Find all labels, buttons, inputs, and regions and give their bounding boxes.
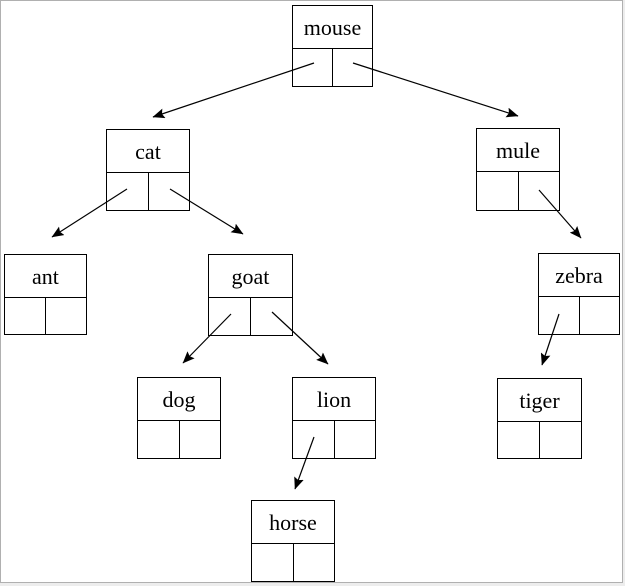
tree-node-mouse: mouse bbox=[292, 5, 373, 87]
node-label-tiger: tiger bbox=[498, 379, 581, 422]
tree-node-mule: mule bbox=[476, 128, 560, 211]
node-label-mouse: mouse bbox=[293, 6, 372, 49]
pointer-row-tiger bbox=[498, 422, 581, 458]
right-child-pointer-cell bbox=[333, 49, 372, 86]
left-child-pointer-cell bbox=[539, 297, 580, 334]
pointer-row-goat bbox=[209, 298, 292, 335]
left-child-pointer-cell bbox=[138, 421, 180, 458]
left-child-pointer-cell bbox=[293, 49, 333, 86]
right-child-pointer-cell bbox=[46, 298, 86, 334]
node-label-horse: horse bbox=[252, 501, 334, 544]
tree-node-dog: dog bbox=[137, 377, 221, 459]
pointer-row-mouse bbox=[293, 49, 372, 86]
pointer-row-horse bbox=[252, 544, 334, 581]
node-label-cat: cat bbox=[107, 130, 189, 173]
node-label-zebra: zebra bbox=[539, 254, 619, 297]
pointer-row-cat bbox=[107, 173, 189, 210]
left-child-pointer-cell bbox=[293, 421, 335, 458]
pointer-row-dog bbox=[138, 421, 220, 458]
left-child-pointer-cell bbox=[477, 172, 519, 210]
pointer-row-lion bbox=[293, 421, 375, 458]
left-child-pointer-cell bbox=[252, 544, 294, 581]
tree-node-lion: lion bbox=[292, 377, 376, 459]
node-label-dog: dog bbox=[138, 378, 220, 421]
pointer-row-mule bbox=[477, 172, 559, 210]
right-child-pointer-cell bbox=[180, 421, 221, 458]
tree-node-cat: cat bbox=[106, 129, 190, 211]
right-child-pointer-cell bbox=[335, 421, 376, 458]
right-child-pointer-cell bbox=[294, 544, 335, 581]
node-label-ant: ant bbox=[5, 255, 86, 298]
right-child-pointer-cell bbox=[149, 173, 190, 210]
tree-node-ant: ant bbox=[4, 254, 87, 335]
node-label-lion: lion bbox=[293, 378, 375, 421]
tree-node-tiger: tiger bbox=[497, 378, 582, 459]
node-label-mule: mule bbox=[477, 129, 559, 172]
left-child-pointer-cell bbox=[209, 298, 251, 335]
edge-mouse-right-mule bbox=[352, 62, 519, 118]
right-child-pointer-cell bbox=[519, 172, 560, 210]
right-child-pointer-cell bbox=[540, 422, 581, 458]
pointer-row-zebra bbox=[539, 297, 619, 334]
tree-node-horse: horse bbox=[251, 500, 335, 582]
tree-node-zebra: zebra bbox=[538, 253, 620, 335]
tree-node-goat: goat bbox=[208, 254, 293, 336]
node-label-goat: goat bbox=[209, 255, 292, 298]
left-child-pointer-cell bbox=[498, 422, 540, 458]
right-child-pointer-cell bbox=[580, 297, 620, 334]
pointer-row-ant bbox=[5, 298, 86, 334]
right-child-pointer-cell bbox=[251, 298, 292, 335]
left-child-pointer-cell bbox=[5, 298, 46, 334]
edge-mouse-left-cat bbox=[152, 62, 315, 119]
left-child-pointer-cell bbox=[107, 173, 149, 210]
